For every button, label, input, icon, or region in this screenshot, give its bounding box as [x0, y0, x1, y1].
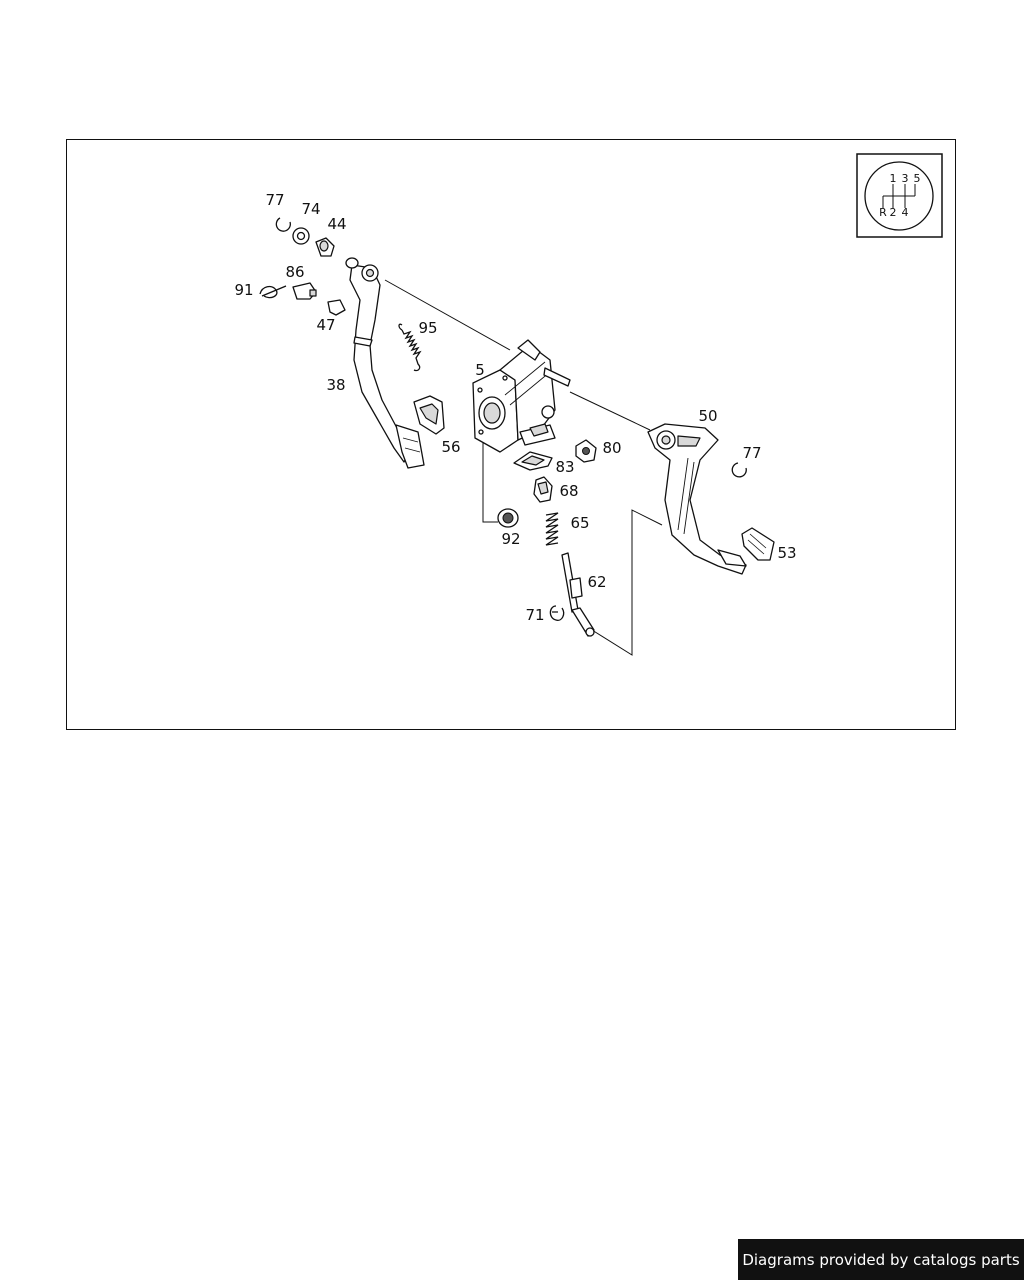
- callout-68: 68: [559, 482, 578, 500]
- gear-4: 4: [902, 206, 909, 219]
- callout-80: 80: [602, 439, 621, 457]
- assembly-lines: [384, 279, 663, 656]
- washer-74: [292, 227, 310, 245]
- callout-83: 83: [555, 458, 574, 476]
- callout-50: 50: [698, 407, 717, 425]
- callout-56: 56: [441, 438, 460, 456]
- grommet-92: [497, 508, 519, 528]
- pushrod-62: [561, 552, 595, 637]
- callout-77-upper: 77: [265, 191, 284, 209]
- diagram-frame: [66, 139, 956, 730]
- pedal-bracket-5: [472, 339, 571, 453]
- bushing-47: [327, 299, 346, 316]
- gear-2: 2: [890, 206, 897, 219]
- callout-95: 95: [418, 319, 437, 337]
- callout-62: 62: [587, 573, 606, 591]
- callout-53: 53: [777, 544, 796, 562]
- circlip-77-upper: [275, 217, 291, 232]
- callout-65: 65: [570, 514, 589, 532]
- clip-71: [549, 605, 565, 621]
- callout-71: 71: [525, 606, 544, 624]
- bushing-44: [315, 237, 335, 257]
- gear-pattern-inset: 1 3 5 R 2 4: [856, 153, 943, 238]
- gear-r: R: [879, 206, 887, 219]
- brake-pedal-arm: [345, 257, 425, 469]
- gear-3: 3: [902, 172, 909, 185]
- callout-74: 74: [301, 200, 320, 218]
- callout-91: 91: [234, 281, 253, 299]
- callout-86: 86: [285, 263, 304, 281]
- clip-80: [575, 439, 597, 463]
- callout-77-right: 77: [742, 444, 761, 462]
- bracket-83: [513, 451, 553, 471]
- pedal-pad-56: [413, 395, 445, 435]
- clutch-pedal-50: [647, 423, 747, 575]
- callout-47: 47: [316, 316, 335, 334]
- circlip-77-right: [731, 462, 747, 478]
- callout-38: 38: [326, 376, 345, 394]
- pin-91: [259, 285, 287, 299]
- gear-5: 5: [914, 172, 921, 185]
- callout-44: 44: [327, 215, 346, 233]
- credit-text: Diagrams provided by catalogs parts: [742, 1250, 1020, 1269]
- callout-92: 92: [501, 530, 520, 548]
- switch-86: [292, 282, 317, 300]
- spring-95: [398, 323, 422, 372]
- gear-1: 1: [890, 172, 897, 185]
- stop-68: [533, 476, 553, 503]
- credit-badge: Diagrams provided by catalogs parts: [738, 1239, 1024, 1280]
- callout-5: 5: [475, 361, 485, 379]
- spring-65: [545, 512, 559, 546]
- pedal-rubber-53: [741, 527, 775, 561]
- callout-labels: 77 74 44 86 91 47 95 38 5 56 50 77 80 83…: [234, 191, 796, 624]
